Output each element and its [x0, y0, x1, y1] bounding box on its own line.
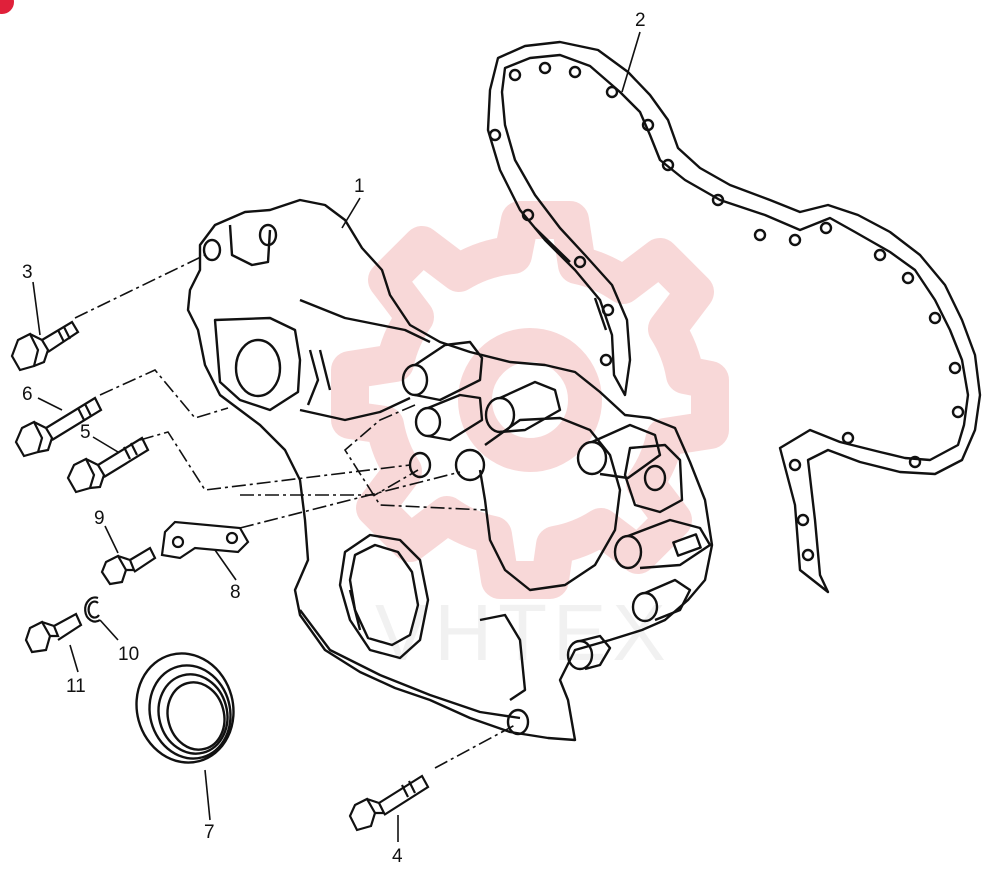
watermark-gear-logo: VHTEX	[331, 201, 729, 677]
bolt-part-11	[24, 612, 83, 654]
callout-10: 10	[118, 644, 139, 665]
callout-2: 2	[635, 10, 646, 31]
bolt-part-9	[100, 546, 157, 586]
bolt-part-3	[10, 320, 80, 372]
callout-labels: 1 2 3 4 5 6 7 8 9 10 11	[22, 10, 646, 867]
bracket-part-8	[160, 520, 250, 560]
bolt-part-4	[348, 774, 430, 832]
callout-4: 4	[392, 846, 403, 867]
callout-7: 7	[204, 822, 215, 843]
gear-icon	[331, 201, 729, 599]
gasket-part-2	[486, 40, 982, 594]
bolt-part-5	[66, 436, 150, 494]
callout-leaders	[32, 31, 641, 842]
bolt-part-6	[14, 396, 103, 458]
watermark-text: VHTEX	[375, 588, 672, 677]
leader-lines	[74, 254, 516, 769]
washer-part-10	[84, 596, 101, 623]
callout-9: 9	[94, 508, 105, 529]
oil-seal-part-7	[135, 652, 235, 764]
timing-cover-part-1	[186, 198, 714, 742]
callout-6: 6	[22, 384, 33, 405]
callout-5: 5	[80, 422, 91, 443]
callout-1: 1	[354, 176, 365, 197]
callout-3: 3	[22, 262, 33, 283]
callout-8: 8	[230, 582, 241, 603]
callout-11: 11	[66, 676, 86, 697]
